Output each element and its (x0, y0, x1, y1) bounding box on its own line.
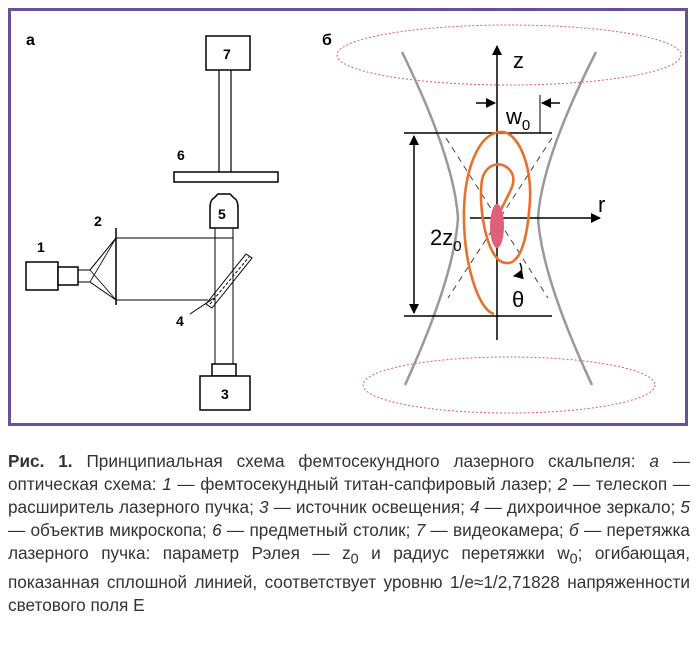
caption-t1: — фемтосекундный титан-сапфировый лазер; (171, 474, 558, 494)
caption-a-letter: а (649, 451, 659, 471)
light-source-top (211, 363, 237, 377)
video-camera (205, 35, 251, 71)
asymptote-2 (447, 137, 553, 299)
stage (173, 171, 279, 183)
label-1: 1 (37, 239, 45, 255)
label-6: 6 (177, 147, 185, 163)
caption-t2: — телескоп — расширитель лазерного пучка… (8, 474, 690, 517)
laser-output (57, 266, 79, 286)
diagram: а 1 2 4 5 6 (25, 24, 682, 414)
r-axis-label: r (598, 192, 605, 217)
caption-t7: — видеокамера; (425, 520, 569, 540)
z0-label: 2z0 (430, 225, 462, 255)
focus-spot (490, 204, 504, 248)
z-axis-label: z (513, 48, 524, 73)
caption-end: ; огибающая, показанная сплошной линией,… (8, 543, 690, 616)
caption-mid: и радиус перетяжки w (358, 543, 570, 563)
label-4-leader (189, 297, 215, 315)
caption-w-sub: 0 (569, 551, 578, 568)
caption-t5: — объектив микроскопа; (8, 520, 213, 540)
panel-a: а 1 2 4 5 6 (25, 32, 279, 411)
caption-n1: 1 (162, 474, 172, 494)
theta-arc (513, 262, 524, 280)
bottom-ellipse (362, 356, 656, 414)
top-ellipse (336, 24, 682, 86)
caption-n4: 4 (470, 497, 480, 517)
figure-caption: Рис. 1. Принципиальная схема фемтосекунд… (8, 450, 690, 617)
caption-n7: 7 (415, 520, 426, 540)
dichroic-mirror (205, 253, 253, 309)
w0-label: w0 (505, 104, 530, 134)
telescope-cone-4 (89, 237, 117, 283)
panel-a-letter: а (26, 32, 35, 49)
telescope-cone-2 (89, 281, 117, 301)
caption-n6: 6 (212, 520, 222, 540)
caption-t6: — предметный столик; (221, 520, 416, 540)
panel-b: б z r w0 2z0 θ (322, 24, 682, 414)
light-source (199, 375, 251, 411)
caption-a-text: — оптическая схема: (8, 451, 690, 494)
caption-t3: — источник освещения; (268, 497, 470, 517)
label-5: 5 (218, 206, 226, 222)
label-2: 2 (94, 213, 102, 229)
caption-fig-label: Рис. 1. (8, 451, 73, 471)
figure-frame (8, 8, 688, 426)
objective (209, 193, 239, 229)
label-3: 3 (221, 386, 229, 402)
laser-box (25, 261, 59, 291)
envelope-left (400, 51, 460, 386)
spiral (462, 130, 532, 316)
label-7: 7 (223, 46, 231, 62)
asymptote-1 (445, 137, 549, 299)
caption-b-letter: б (568, 520, 579, 540)
caption-n5: 5 (680, 497, 690, 517)
label-4: 4 (176, 313, 184, 329)
caption-intro: Принципиальная схема фемтосекундного лаз… (72, 451, 650, 471)
caption-b-text: — перетяжка лазерного пучка: параметр Рэ… (8, 520, 690, 563)
theta-label: θ (512, 287, 524, 312)
caption-n2: 2 (557, 474, 568, 494)
caption-n3: 3 (258, 497, 269, 517)
caption-z-sub: 0 (350, 551, 359, 568)
telescope-cone-1 (89, 237, 117, 271)
panel-b-letter: б (322, 32, 332, 49)
caption-t4: — дихроичное зеркало; (479, 497, 681, 517)
